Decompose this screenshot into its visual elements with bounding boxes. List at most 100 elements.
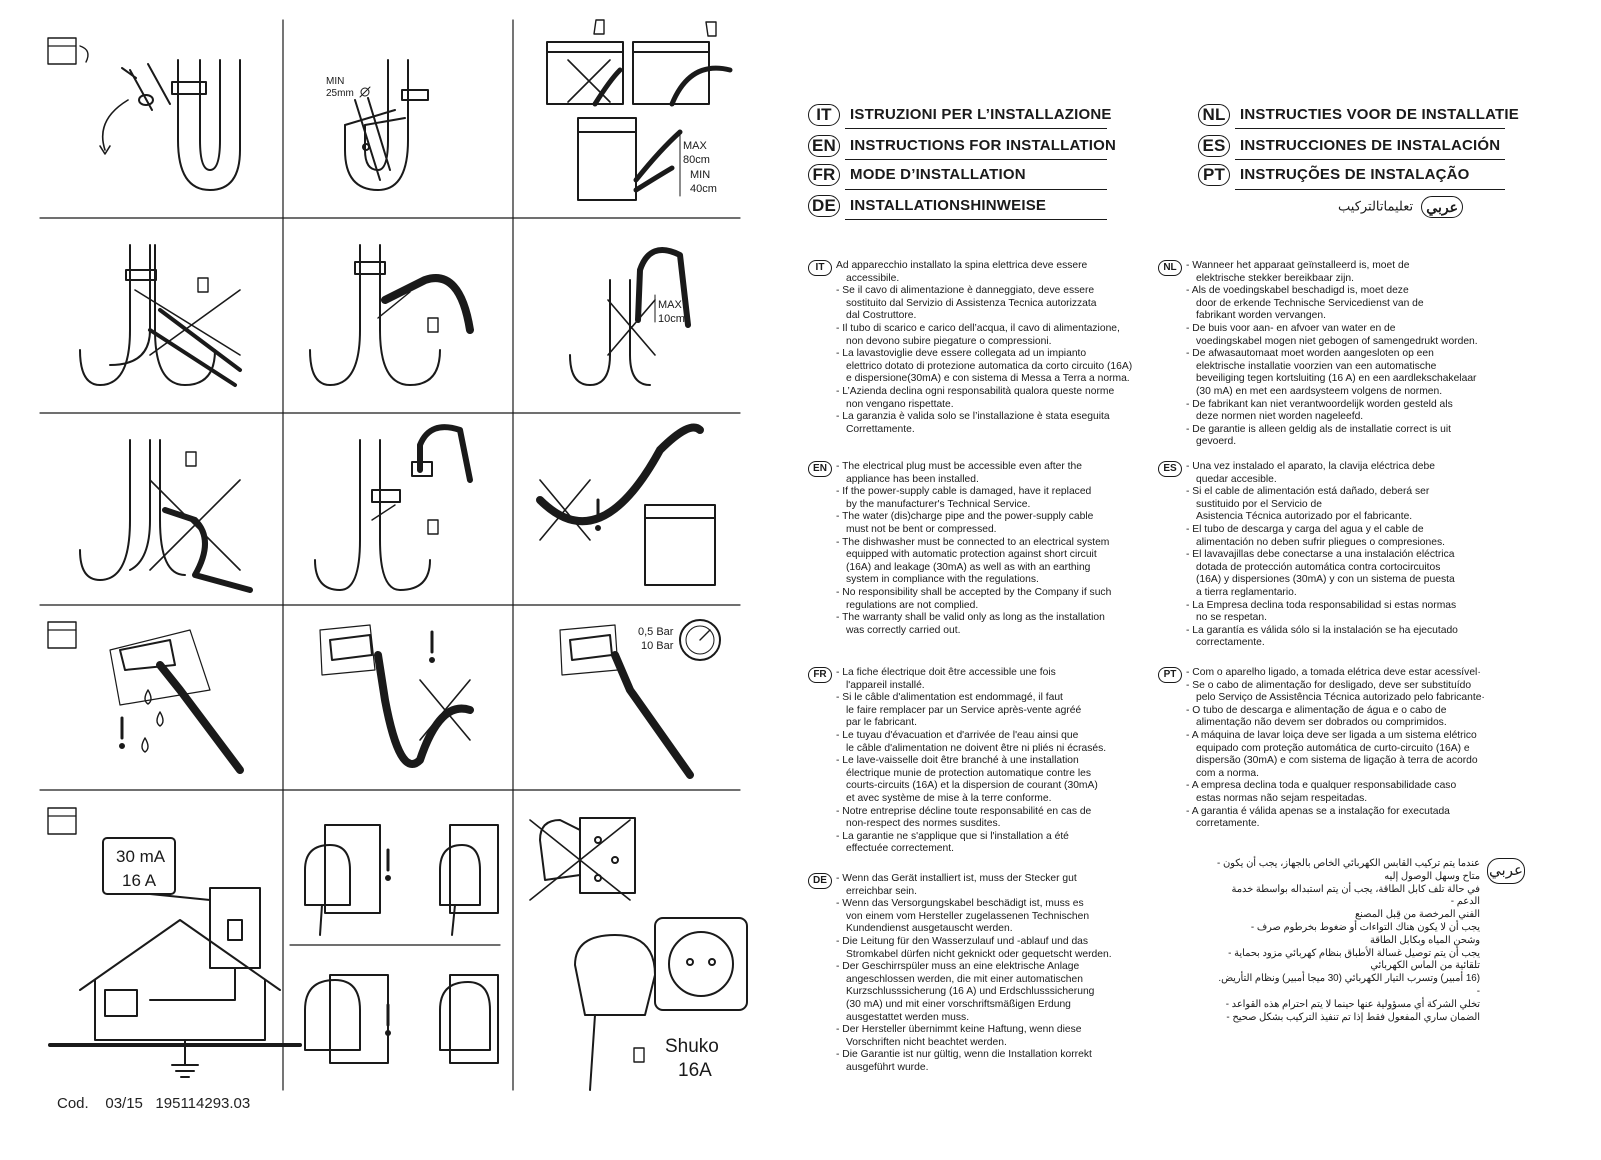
section-line: - Wanneer het apparaat geïnstalleerd is,… bbox=[1186, 260, 1410, 271]
section-line: (30 mA) und mit einer vorschriftsmäßigen… bbox=[846, 998, 1071, 1010]
breaker-rating: 16 A bbox=[122, 871, 157, 890]
section-line: - La Empresa declina toda responsabilida… bbox=[1186, 599, 1457, 611]
section-de: DE - Wenn das Gerät installiert ist, mus… bbox=[808, 873, 1112, 1075]
section-line: erreichbar sein. bbox=[846, 885, 917, 897]
panel-height-limits: MAX 80cm MIN 40cm bbox=[546, 19, 733, 201]
document-code: Cod. 03/15 195114293.03 bbox=[57, 1095, 250, 1112]
header-rule bbox=[1235, 159, 1505, 160]
section-line: - De fabrikant kan niet verantwoordelijk… bbox=[1186, 398, 1453, 410]
section-line: equipado com proteção automática de curt… bbox=[1196, 742, 1470, 754]
section-line: عندما يتم تركيب القابس الكهربائي الخاص ب… bbox=[1217, 858, 1480, 869]
panel-hose-kink bbox=[536, 423, 716, 586]
section-line: et avec système de mise à la terre confo… bbox=[846, 792, 1052, 804]
section-line: - Il tubo di scarico e carico dell’acqua… bbox=[836, 322, 1120, 334]
section-line: - The dishwasher must be connected to an… bbox=[836, 536, 1110, 548]
section-fr: FR - La fiche électrique doit être acces… bbox=[808, 667, 1106, 856]
section-line: - Der Geschirrspüler muss an eine elektr… bbox=[836, 961, 1080, 973]
section-line: - No responsibility shall be accepted by… bbox=[836, 586, 1112, 598]
section-line: non devono subire piegature o compressio… bbox=[846, 335, 1052, 347]
section-line: - Notre entreprise décline toute respons… bbox=[836, 805, 1092, 817]
min-height-value: 40cm bbox=[690, 183, 717, 195]
section-line: - De afwasautomaat moet worden aangeslot… bbox=[1186, 348, 1434, 360]
panel-grid bbox=[39, 19, 741, 1091]
section-line: elektrische stekker bereikbaar zijn. bbox=[1196, 272, 1354, 284]
section-line: fabrikant worden vervangen. bbox=[1196, 310, 1326, 322]
plug-type: Shuko bbox=[665, 1036, 719, 1057]
panel-siphon-right bbox=[309, 244, 474, 386]
section-en: EN - The electrical plug must be accessi… bbox=[808, 461, 1111, 637]
section-line: - Als de voedingskabel beschadigd is, mo… bbox=[1186, 285, 1409, 297]
section-line: le câble d'alimentation ne doivent être … bbox=[846, 742, 1107, 754]
section-line: الفني المرخصة من قِبل المصنع bbox=[1354, 909, 1480, 921]
section-line: (16A) y dispersiones (30mA) y con un sis… bbox=[1196, 574, 1455, 586]
section-line: (16 أمبير) وتسرب التيار الكهربائي (30 مي… bbox=[1218, 973, 1480, 997]
section-nl: NL - Wanneer het apparaat geïnstalleerd … bbox=[1158, 260, 1478, 449]
breaker-current: 30 mA bbox=[116, 847, 166, 866]
lang-badge-de: DE bbox=[808, 873, 832, 889]
section-line: correctamente. bbox=[1196, 637, 1265, 649]
header-ar: عربيتعليماتالتركيب bbox=[1338, 196, 1464, 218]
section-line: corretamente. bbox=[1196, 818, 1260, 830]
panel-siphon-wrong bbox=[79, 244, 242, 387]
panel-socket-access bbox=[304, 824, 499, 1064]
lang-badge-nl: NL bbox=[1158, 260, 1182, 276]
panel-siphon-cap bbox=[47, 37, 241, 191]
lang-badge-pt: PT bbox=[1158, 667, 1182, 683]
section-line: le faire remplacer par un Service après-… bbox=[846, 704, 1082, 716]
section-line: - Si el cable de alimentación está dañad… bbox=[1186, 486, 1430, 498]
section-line: - A máquina de lavar loiça deve ser liga… bbox=[1186, 729, 1477, 741]
section-it: IT Ad apparecchio installato la spina el… bbox=[808, 260, 1132, 436]
section-line: pelo Serviço de Assistência Técnica auto… bbox=[1196, 692, 1485, 704]
section-line: e dispersione(30mA) e con sistema di Mes… bbox=[846, 373, 1130, 385]
header-rule bbox=[845, 189, 1107, 190]
section-line: Kurzschlusssicherung (16 A) und Erdschlu… bbox=[846, 986, 1095, 998]
section-line: non-respect des normes susdites. bbox=[846, 818, 1001, 830]
section-line: متاح وسهل الوصول إليه bbox=[1384, 870, 1480, 882]
section-line: appliance has been installed. bbox=[846, 473, 979, 485]
lang-badge-ar: عربي bbox=[1487, 858, 1525, 884]
section-line: dotada de protección automática contra c… bbox=[1196, 561, 1441, 573]
section-line: Vorschriften nicht beachtet werden. bbox=[846, 1036, 1007, 1048]
section-line: dal Costruttore. bbox=[846, 310, 917, 322]
section-line: - El lavavajillas debe conectarse a una … bbox=[1186, 549, 1455, 561]
panel-min-diameter: MIN 25mm bbox=[326, 59, 429, 191]
section-line: deze normen niet worden nageleefd. bbox=[1196, 411, 1364, 423]
section-line: alimentação não devem ser dobrados ou co… bbox=[1196, 717, 1447, 729]
section-line: Ad apparecchio installato la spina elett… bbox=[836, 260, 1088, 271]
panel-tap-leak bbox=[47, 621, 244, 774]
section-line: - The water (dis)charge pipe and the pow… bbox=[836, 511, 1094, 523]
section-line: system in compliance with the regulation… bbox=[846, 574, 1039, 586]
section-line: non vengano rispettate. bbox=[846, 398, 954, 410]
section-line: - A empresa declina toda e qualquer resp… bbox=[1186, 780, 1457, 792]
section-line: - La garantie ne s'applique que si l'ins… bbox=[836, 830, 1069, 842]
section-line: regulations are not complied. bbox=[846, 599, 979, 611]
cod-label: Cod. bbox=[57, 1095, 89, 1112]
section-line: elettrico dotato di protezione automatic… bbox=[846, 360, 1133, 372]
section-line: sostituito dal Servizio di Assistenza Te… bbox=[846, 297, 1097, 309]
lang-badge-fr: FR bbox=[808, 667, 832, 683]
lang-badge-es: ES bbox=[1158, 461, 1182, 477]
section-line: ausgestattet werden muss. bbox=[846, 1011, 970, 1023]
section-line: - De garantie is alleen geldig als de in… bbox=[1186, 423, 1451, 435]
section-line: - Der Hersteller übernimmt keine Haftung… bbox=[836, 1024, 1082, 1036]
section-line: - Wenn das Versorgungskabel beschädigt i… bbox=[836, 898, 1084, 910]
pressure-high: 10 Bar bbox=[641, 640, 674, 652]
section-line: - Se il cavo di alimentazione è danneggi… bbox=[836, 285, 1095, 297]
section-line: في حالة تلف كابل الطاقة، يجب أن يتم استب… bbox=[1231, 883, 1480, 908]
section-line: - Die Garantie ist nur gültig, wenn die … bbox=[836, 1049, 1092, 1061]
min-diameter-label: MIN bbox=[326, 76, 344, 87]
section-line: - Si le câble d'alimentation est endomma… bbox=[836, 692, 1063, 704]
cod-date: 03/15 bbox=[105, 1095, 143, 1112]
section-line: وشحن المياه وبكابل الطاقة bbox=[1370, 934, 1480, 946]
header-rule bbox=[845, 128, 1107, 129]
installation-illustrations: MIN 25mm MAX 80cm MIN 40cm bbox=[39, 19, 748, 1091]
header-rule bbox=[1235, 189, 1505, 190]
panel-drain-wrong bbox=[79, 439, 253, 593]
section-line: must not be bent or compressed. bbox=[846, 523, 997, 535]
panel-electrical: 30 mA 16 A bbox=[47, 807, 302, 1078]
section-line: - Se o cabo de alimentação for desligado… bbox=[1186, 679, 1472, 691]
section-line: - La lavastoviglie deve essere collegata… bbox=[836, 348, 1087, 360]
panel-tap-hose bbox=[319, 624, 474, 768]
